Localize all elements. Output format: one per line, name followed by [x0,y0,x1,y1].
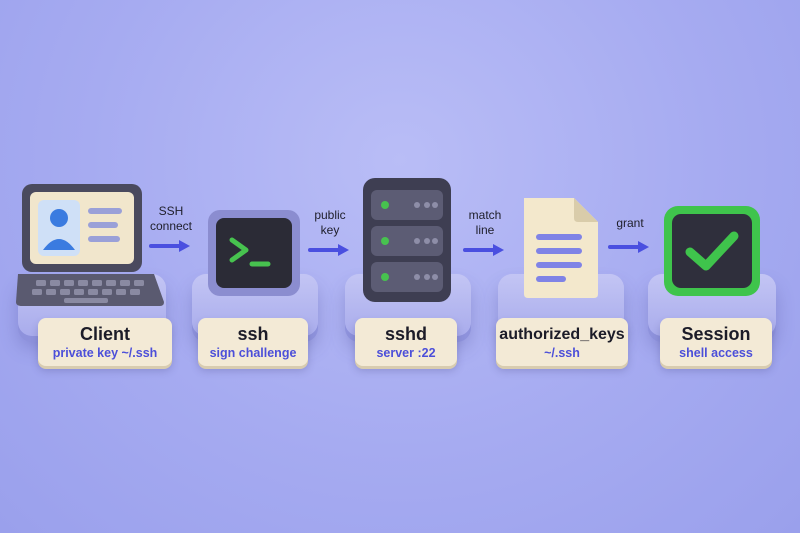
arrow-right-icon [463,244,504,256]
sshd-subtitle: server :22 [376,345,436,360]
sshd-title: sshd [384,323,427,344]
edge-ssh-connect: SSH connect [140,204,202,254]
sshd-label-card: sshd server :22 [355,318,457,366]
edge-match-line-line2: line [475,223,495,237]
client-label-card: Client private key ~/.ssh [38,318,172,366]
edge-public-key-line2: key [320,223,340,237]
edge-grant: grant [604,216,656,255]
sshd-node: sshd server :22 [345,176,475,368]
edge-public-key-line1: public [314,208,346,222]
authorized-keys-label-card: authorized_keys ~/.ssh [496,318,628,366]
edge-public-key: public key [300,208,360,258]
arrow-right-icon [308,244,349,256]
server-icon [363,178,451,302]
ssh-label-card: ssh sign challenge [198,318,308,366]
ssh-title: ssh [237,323,269,344]
ssh-subtitle: sign challenge [209,345,297,360]
arrow-right-icon [149,240,190,252]
client-title: Client [79,323,130,344]
edge-ssh-connect-line2: connect [149,219,193,233]
authorized-keys-node: authorized_keys ~/.ssh [492,190,632,368]
edge-ssh-connect-line1: SSH [158,204,184,218]
client-subtitle: private key ~/.ssh [52,345,158,360]
terminal-icon [208,210,300,296]
ssh-node: ssh sign challenge [192,200,322,368]
authorized-keys-subtitle: ~/.ssh [544,345,580,360]
session-title: Session [681,323,751,344]
client-node: Client private key ~/.ssh [14,178,174,368]
document-icon [524,198,598,298]
session-node: Session shell access [648,198,784,368]
authorized-keys-title: authorized_keys [499,325,625,343]
checkmark-icon [664,206,760,296]
arrow-right-icon [608,241,649,253]
edge-match-line-line1: match [468,208,502,222]
edge-match-line: match line [456,208,514,258]
session-subtitle: shell access [679,345,753,360]
edge-grant-line1: grant [616,216,644,230]
session-label-card: Session shell access [660,318,772,366]
laptop-icon [16,184,164,306]
